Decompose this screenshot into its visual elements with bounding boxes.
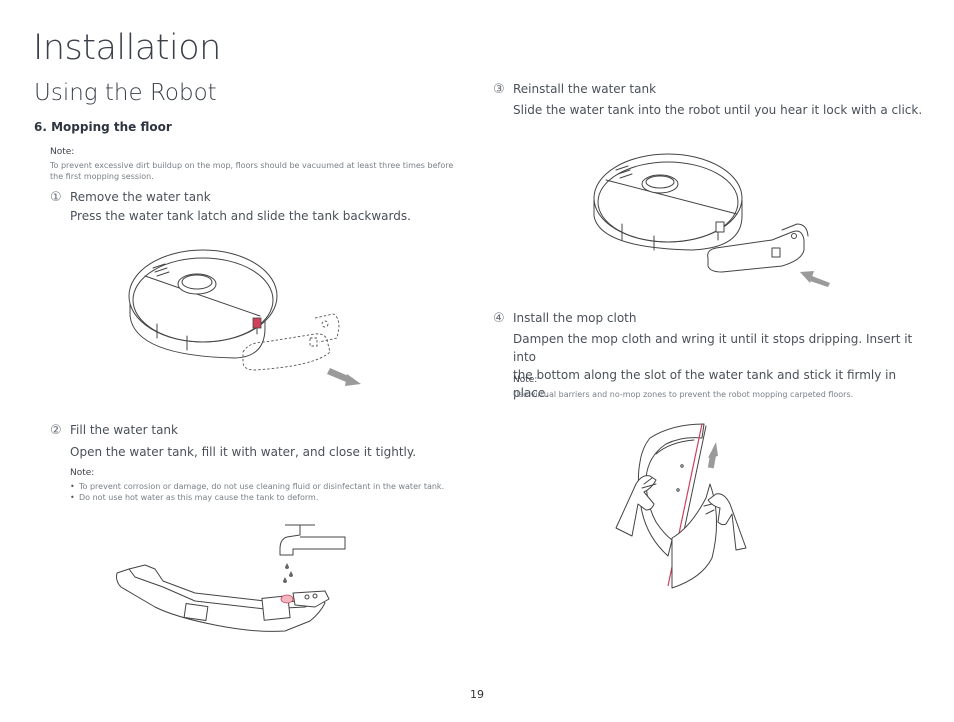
step-2-body: Open the water tank, fill it with water,… (70, 445, 417, 459)
step-title: Fill the water tank (70, 423, 178, 437)
step-number: ④ (493, 311, 505, 326)
page-title: Installation (33, 28, 221, 68)
step-3-heading: ③ Reinstall the water tank (493, 82, 656, 97)
step-title: Install the mop cloth (513, 311, 637, 325)
step-title: Reinstall the water tank (513, 82, 657, 96)
step-number: ② (50, 423, 62, 438)
section-heading: 6. Mopping the floor (34, 120, 172, 134)
step-1-body: Press the water tank latch and slide the… (70, 209, 411, 223)
note-label: Note: (50, 147, 75, 157)
step-2-heading: ② Fill the water tank (50, 423, 178, 438)
note-text-line: To prevent excessive dirt buildup on the… (50, 161, 454, 170)
step-3-body: Slide the water tank into the robot unti… (513, 103, 923, 117)
step-body-line: the bottom along the slot of the water t… (513, 368, 897, 400)
reinstall-tank-illustration (593, 153, 830, 287)
step-4-body: Dampen the mop cloth and wring it until … (513, 330, 933, 402)
robot-remove-tank-illustration (128, 249, 361, 386)
step-title: Remove the water tank (70, 190, 211, 204)
install-mop-cloth-illustration (615, 423, 747, 589)
step-1-heading: ① Remove the water tank (50, 190, 211, 205)
page-number: 19 (470, 688, 484, 701)
step-body-line: Dampen the mop cloth and wring it until … (513, 332, 913, 364)
note-bullet: Do not use hot water as this may cause t… (70, 492, 470, 503)
note-text: Use virtual barriers and no-mop zones to… (513, 390, 854, 399)
step-number: ③ (493, 82, 505, 97)
step-4-heading: ④ Install the mop cloth (493, 311, 637, 326)
note-bullets: To prevent corrosion or damage, do not u… (70, 481, 470, 503)
page-subtitle: Using the Robot (34, 80, 217, 106)
fill-tank-illustration (116, 524, 346, 632)
note-text: To prevent excessive dirt buildup on the… (50, 160, 460, 182)
note-bullet: To prevent corrosion or damage, do not u… (70, 481, 470, 492)
note-label: Note: (70, 468, 95, 478)
note-label: Note: (513, 375, 538, 385)
note-text-line: the first mopping session. (50, 172, 154, 181)
step-number: ① (50, 190, 62, 205)
